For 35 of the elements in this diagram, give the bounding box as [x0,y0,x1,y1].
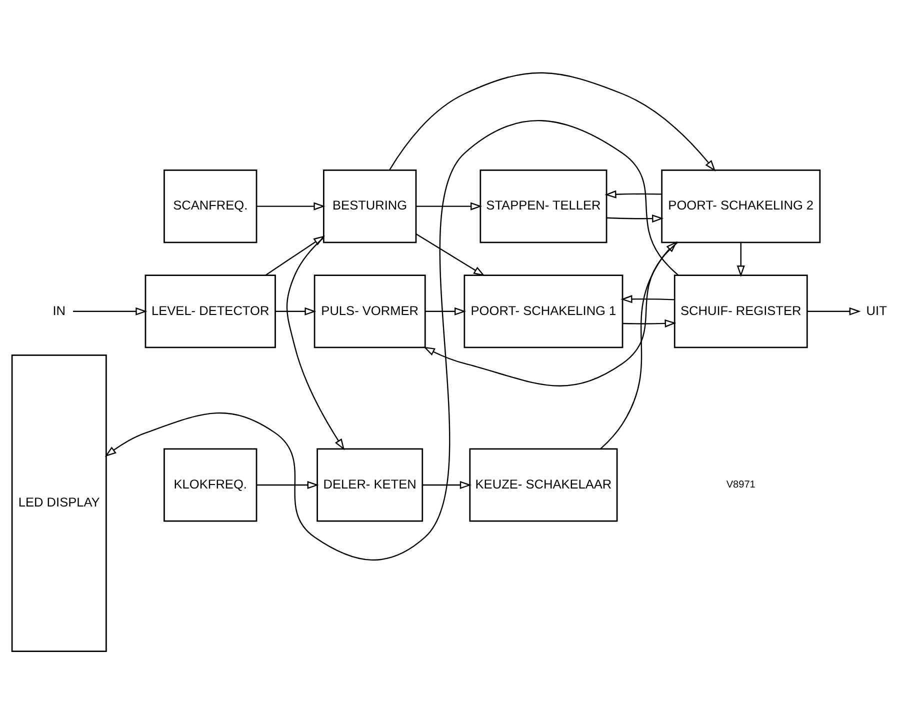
node-box: DELER- KETEN [316,448,424,522]
node-text: IN [52,302,66,318]
node-box: LED DISPLAY [11,354,107,652]
arrow [104,120,679,560]
arrow [736,242,745,277]
node-box: STAPPEN- TELLER [480,169,608,243]
arrow [423,241,678,386]
arrow [416,233,485,276]
arrow [275,306,316,315]
arrow [622,318,676,327]
node-box: SCHUIF- REGISTER [674,274,808,348]
node-box: POORT- SCHAKELING 2 [661,169,821,243]
arrow [388,72,716,171]
node-box: KEUZE- SCHAKELAAR [469,448,618,522]
node-box: SCANFREQ. [164,169,258,243]
node-box: POORT- SCHAKELING 1 [464,274,624,348]
arrow [265,235,325,276]
arrow [604,190,662,198]
node-box: PULS- VORMER [314,274,426,348]
label: V8971 [726,479,756,490]
arrow [286,236,345,450]
node-box: LEVEL- DETECTOR [144,274,276,348]
arrow [256,480,319,489]
node-text: UIT [866,302,887,318]
arrow [256,202,326,210]
arrow [600,240,678,449]
node-box: KLOKFREQ. [164,448,258,522]
arrow [73,306,148,315]
arrow [425,306,466,315]
arrow [807,306,861,315]
arrow [620,294,675,303]
arrow [422,480,472,489]
node-box: BESTURING [323,169,417,243]
arrow [416,202,482,210]
arrow [606,214,664,222]
